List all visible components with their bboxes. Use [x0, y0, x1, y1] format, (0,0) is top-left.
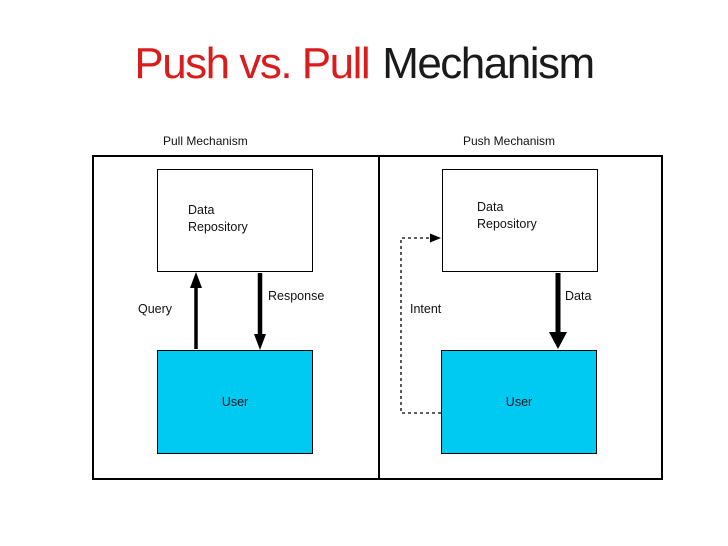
push-user-label: User: [505, 395, 533, 409]
push-repo-label-line1: Data: [477, 200, 504, 214]
pull-user-box: User: [157, 350, 313, 454]
query-arrow-label: Query: [138, 302, 173, 316]
push-repo-label-line2: Repository: [477, 217, 537, 231]
title-highlight: Push vs. Pull: [134, 39, 370, 88]
intent-arrow-label: Intent: [410, 302, 442, 316]
push-panel-heading: Push Mechanism: [463, 134, 556, 148]
pull-panel-heading: Pull Mechanism: [163, 134, 248, 148]
pull-user-label: User: [221, 395, 249, 409]
push-user-box: User: [441, 350, 597, 454]
title-rest: Mechanism: [382, 39, 595, 88]
pull-data-repository-label: Data Repository: [188, 202, 248, 236]
response-arrow-label: Response: [268, 289, 325, 303]
data-arrow-label: Data: [565, 289, 592, 303]
pull-data-repository-box: Data Repository: [157, 169, 313, 272]
pull-repo-label-line1: Data: [188, 203, 215, 217]
push-data-repository-box: Data Repository: [442, 169, 598, 272]
pull-repo-label-line2: Repository: [188, 220, 248, 234]
panel-divider: [378, 157, 380, 478]
diagram-frame: [92, 155, 663, 480]
push-data-repository-label: Data Repository: [477, 199, 537, 233]
